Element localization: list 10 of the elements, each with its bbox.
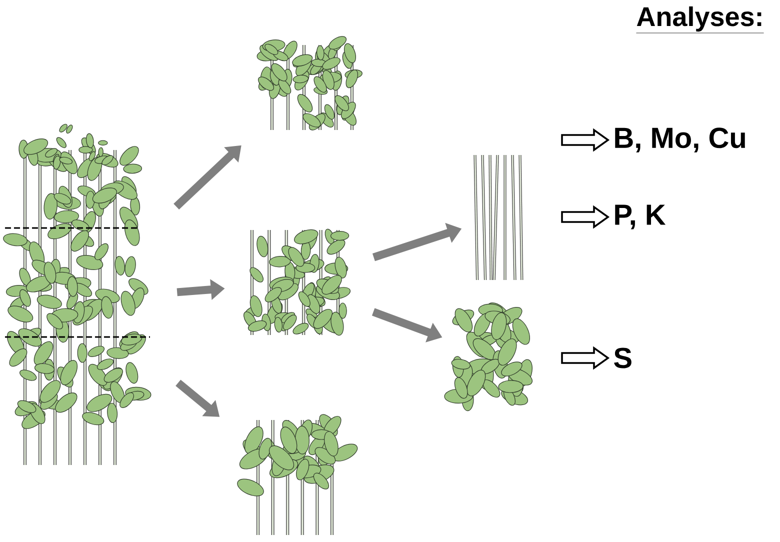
plant-drawing [3, 124, 152, 465]
plant-drawing [474, 154, 524, 280]
element-label: P, K [615, 204, 666, 230]
plant-drawing [244, 228, 351, 336]
plant-drawing [237, 414, 358, 535]
element-label: B, Mo, Cu [615, 128, 745, 152]
element-label: S [614, 348, 632, 368]
plant-drawing [256, 36, 362, 130]
heading: Analyses: [636, 6, 764, 34]
plant-drawing [444, 302, 532, 412]
